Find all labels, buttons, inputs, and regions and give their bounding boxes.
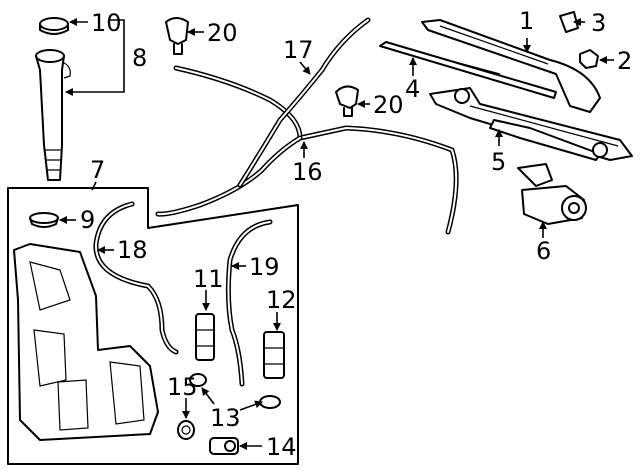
callout-20b: 20 xyxy=(373,91,404,119)
leader-7 xyxy=(91,181,97,191)
callout-16: 16 xyxy=(292,158,323,186)
washer-hose-18 xyxy=(93,201,179,355)
arm-cap xyxy=(559,11,579,33)
callout-2: 2 xyxy=(617,47,632,75)
reservoir-cap-9 xyxy=(29,212,59,228)
callout-3: 3 xyxy=(591,9,606,37)
callout-labels: 10 8 20 17 20 16 1 3 2 4 5 6 7 9 18 19 1… xyxy=(80,7,632,461)
washer-reservoir xyxy=(13,243,159,441)
washer-nozzle-left xyxy=(165,17,189,55)
callout-17: 17 xyxy=(283,36,314,64)
leader-17 xyxy=(299,61,311,75)
callout-18: 18 xyxy=(117,236,148,264)
reservoir-kit-box xyxy=(7,187,299,465)
wiper-linkage xyxy=(429,87,633,161)
callout-10: 10 xyxy=(91,9,122,37)
level-sensor-14 xyxy=(209,437,239,455)
arm-nut xyxy=(579,49,599,69)
filler-neck xyxy=(35,49,71,181)
callout-8: 8 xyxy=(132,44,147,72)
callout-12: 12 xyxy=(266,286,297,314)
leader-13a xyxy=(239,400,263,411)
callout-13: 13 xyxy=(210,404,241,432)
wiper-arm xyxy=(421,19,601,113)
leader-13b xyxy=(201,387,215,405)
callout-19: 19 xyxy=(249,253,280,281)
washer-nozzle-right xyxy=(335,85,359,117)
callout-20a: 20 xyxy=(207,19,238,47)
callout-14: 14 xyxy=(266,433,297,461)
callout-6: 6 xyxy=(536,237,551,265)
wiper-motor xyxy=(517,163,587,225)
leader-lines xyxy=(59,18,614,450)
wiper-blade xyxy=(379,41,557,99)
washer-hose-17 xyxy=(237,17,371,188)
washer-pump-11 xyxy=(195,313,215,361)
callout-1: 1 xyxy=(519,7,534,35)
washer-hose-19 xyxy=(225,219,273,387)
grommet-15 xyxy=(177,420,195,440)
leader-8 xyxy=(65,19,125,96)
callout-9: 9 xyxy=(80,206,95,234)
callout-4: 4 xyxy=(405,75,420,103)
callout-15: 15 xyxy=(167,373,198,401)
callout-11: 11 xyxy=(193,265,224,293)
filler-cap xyxy=(39,17,69,35)
grommet-13 xyxy=(189,373,281,409)
callout-5: 5 xyxy=(491,148,506,176)
callout-7: 7 xyxy=(90,156,105,184)
washer-pump-12 xyxy=(263,331,285,379)
washer-hose-16 xyxy=(155,65,459,235)
